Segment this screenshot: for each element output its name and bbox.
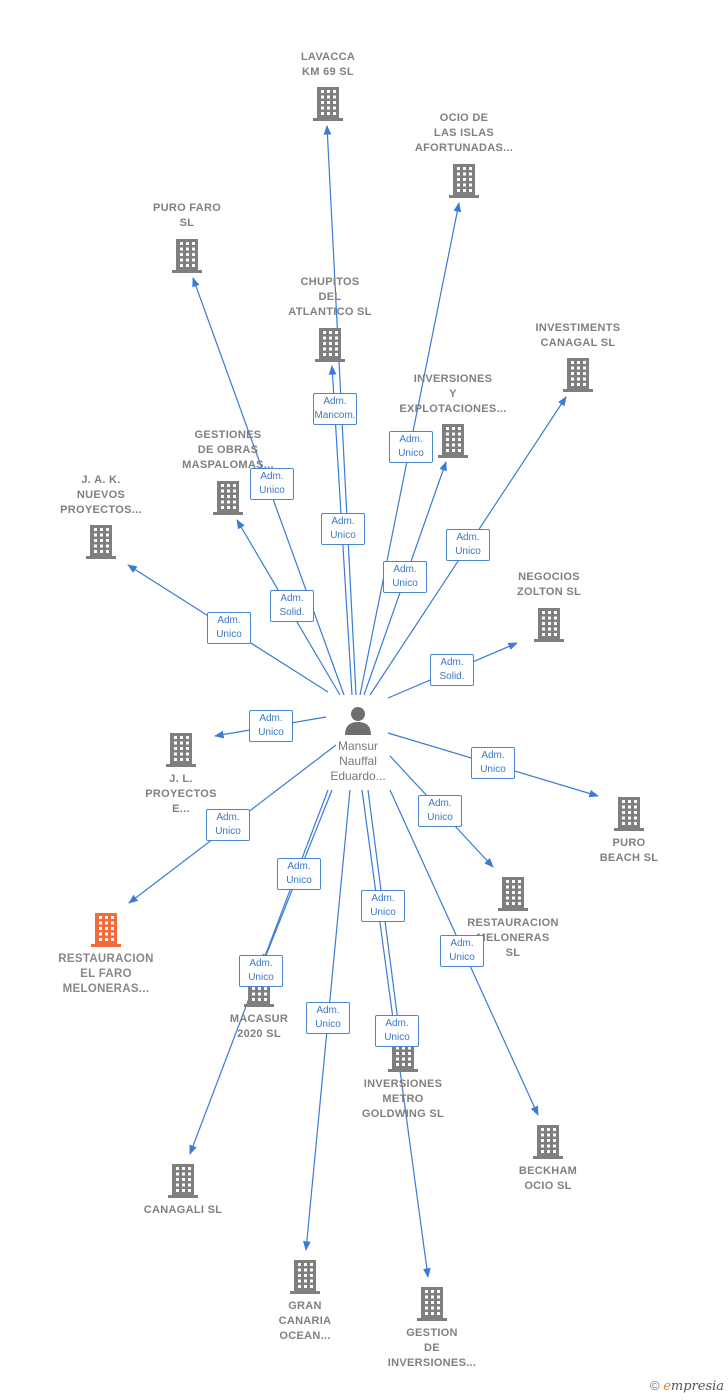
company-label: LAVACCA KM 69 SL <box>300 51 356 78</box>
company-label: INVESTIMENTS CANAGAL SL <box>535 322 621 349</box>
edge-label-lavacca[interactable]: Adm. Mancom. <box>313 393 357 425</box>
edge-label-investiments[interactable]: Adm. Unico <box>446 529 490 561</box>
company-node-grancanaria[interactable]: GRAN CANARIA OCEAN... <box>240 1259 370 1344</box>
empresia-logo: © empresia <box>650 1378 724 1394</box>
edge-label-restmel[interactable]: Adm. Unico <box>418 795 462 827</box>
building-icon <box>172 239 202 273</box>
edge-label-ocio[interactable]: Adm. Unico <box>389 431 433 463</box>
edge-label-inversionesyexp[interactable]: Adm. Unico <box>383 561 427 593</box>
company-node-restmel[interactable]: RESTAURACION MELONERAS SL <box>448 876 578 961</box>
company-label: RESTAURACION MELONERAS SL <box>467 917 559 959</box>
company-node-gestioninv[interactable]: GESTION DE INVERSIONES... <box>367 1286 497 1371</box>
building-icon <box>315 328 345 362</box>
company-label: PURO BEACH SL <box>599 837 659 864</box>
building-icon <box>533 1125 563 1159</box>
company-label: CHUPITOS DEL ATLANTICO SL <box>288 276 372 318</box>
company-label: GESTIONES DE OBRAS MASPALOMAS... <box>182 429 274 471</box>
company-node-restfaro[interactable]: RESTAURACION EL FARO MELONERAS... <box>41 912 171 997</box>
company-node-purobeach[interactable]: PURO BEACH SL <box>564 796 694 866</box>
building-icon <box>563 358 593 392</box>
person-node-center[interactable]: Mansur Nauffal Eduardo... <box>298 705 418 784</box>
building-icon <box>86 525 116 559</box>
edge-label-canagali[interactable]: Adm. Unico <box>239 955 283 987</box>
company-node-negocios[interactable]: NEGOCIOS ZOLTON SL <box>484 570 614 643</box>
building-icon <box>417 1287 447 1321</box>
brand-initial: e <box>663 1379 671 1394</box>
company-node-chupitos[interactable]: CHUPITOS DEL ATLANTICO SL <box>265 275 395 363</box>
building-icon <box>290 1260 320 1294</box>
company-label: INVERSIONES METRO GOLDWING SL <box>361 1078 445 1120</box>
edge-label-purofaro[interactable]: Adm. Unico <box>250 468 294 500</box>
company-label: J. A. K. NUEVOS PROYECTOS... <box>60 474 142 516</box>
company-node-ocio[interactable]: OCIO DE LAS ISLAS AFORTUNADAS... <box>399 111 529 199</box>
company-label: PURO FARO SL <box>152 202 222 229</box>
edge-label-purobeach[interactable]: Adm. Unico <box>471 747 515 779</box>
edge-label-metro[interactable]: Adm. Unico <box>361 890 405 922</box>
building-icon <box>614 797 644 831</box>
person-icon <box>345 707 371 735</box>
edge-label-grancanaria[interactable]: Adm. Unico <box>306 1002 350 1034</box>
company-node-metro[interactable]: INVERSIONES METRO GOLDWING SL <box>338 1037 468 1122</box>
company-label: MACASUR 2020 SL <box>229 1013 289 1040</box>
company-node-investiments[interactable]: INVESTIMENTS CANAGAL SL <box>513 321 643 393</box>
edge-label-jak[interactable]: Adm. Unico <box>207 612 251 644</box>
company-label: GESTION DE INVERSIONES... <box>387 1327 477 1369</box>
edge-label-gestionesobras[interactable]: Adm. Solid. <box>270 590 314 622</box>
company-node-inversionesyexp[interactable]: INVERSIONES Y EXPLOTACIONES... <box>388 372 518 459</box>
company-label: GRAN CANARIA OCEAN... <box>278 1300 332 1342</box>
company-node-beckham[interactable]: BECKHAM OCIO SL <box>483 1124 613 1194</box>
company-label: J. L. PROYECTOS E... <box>145 773 217 815</box>
company-label: INVERSIONES Y EXPLOTACIONES... <box>399 373 507 415</box>
building-icon <box>168 1164 198 1198</box>
brand-name: mpresia <box>670 1379 725 1394</box>
building-icon <box>213 481 243 515</box>
edge-label-negocios[interactable]: Adm. Solid. <box>430 654 474 686</box>
edge-label-macasur[interactable]: Adm. Unico <box>277 858 321 890</box>
company-node-purofaro[interactable]: PURO FARO SL <box>122 201 252 274</box>
building-icon <box>313 87 343 121</box>
company-label: NEGOCIOS ZOLTON SL <box>516 571 581 598</box>
company-label: OCIO DE LAS ISLAS AFORTUNADAS... <box>414 112 514 154</box>
person-name: Mansur Nauffal Eduardo... <box>330 739 386 783</box>
company-node-canagali[interactable]: CANAGALI SL <box>118 1163 248 1218</box>
company-label: BECKHAM OCIO SL <box>518 1165 578 1192</box>
copyright-symbol: © <box>650 1378 660 1393</box>
edge-label-restfaro[interactable]: Adm. Unico <box>206 809 250 841</box>
edge-label-gestioninv[interactable]: Adm. Unico <box>375 1015 419 1047</box>
building-icon <box>498 877 528 911</box>
company-node-lavacca[interactable]: LAVACCA KM 69 SL <box>263 50 393 122</box>
building-icon <box>91 913 121 947</box>
company-label: RESTAURACION EL FARO MELONERAS... <box>58 953 154 995</box>
edge-label-jl[interactable]: Adm. Unico <box>249 710 293 742</box>
building-icon <box>449 164 479 198</box>
building-icon <box>438 424 468 458</box>
company-node-jl[interactable]: J. L. PROYECTOS E... <box>116 732 246 817</box>
company-node-jak[interactable]: J. A. K. NUEVOS PROYECTOS... <box>36 473 166 560</box>
company-label: CANAGALI SL <box>143 1204 223 1216</box>
building-icon <box>534 608 564 642</box>
edge-label-chupitos[interactable]: Adm. Unico <box>321 513 365 545</box>
edge-label-beckham[interactable]: Adm. Unico <box>440 935 484 967</box>
building-icon <box>166 733 196 767</box>
